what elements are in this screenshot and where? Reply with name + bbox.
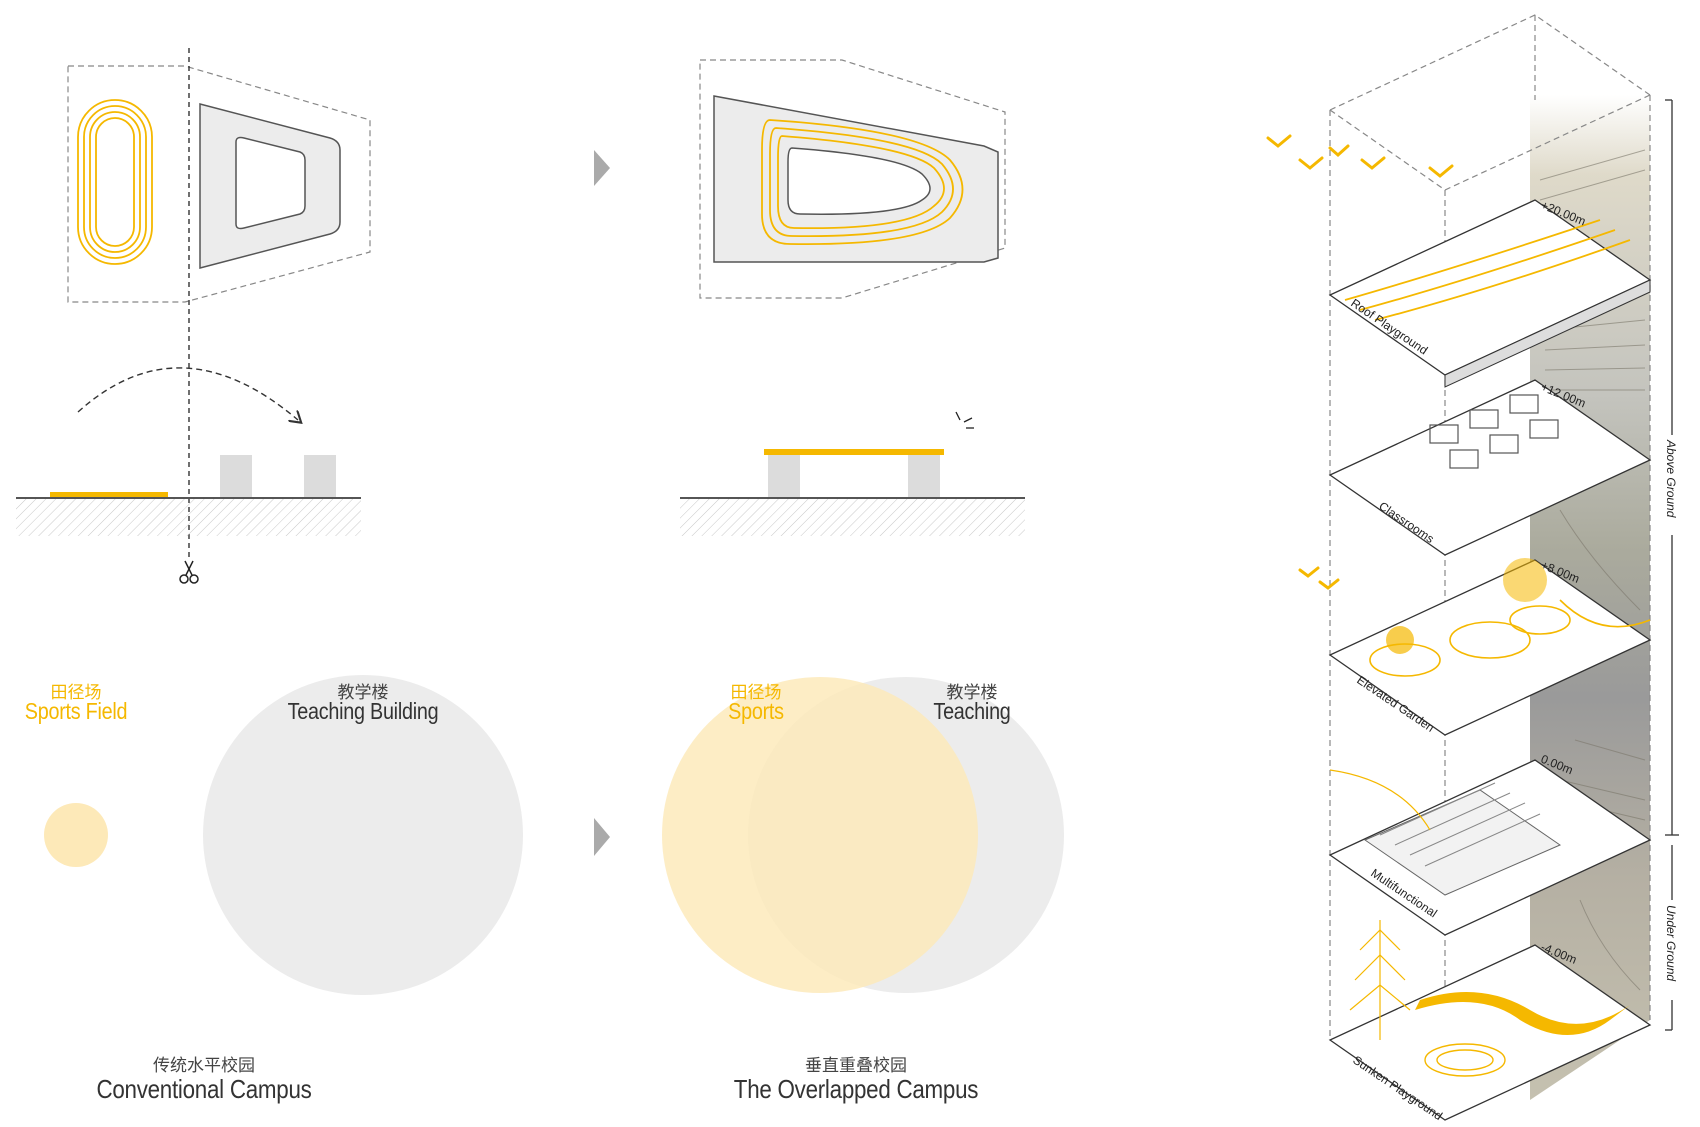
arrow-triangle-bottom [594,818,610,856]
birds [1266,134,1454,590]
conventional-campus-en-title: Conventional Campus [96,1074,312,1104]
overlapped-campus-en-title: The Overlapped Campus [733,1074,979,1104]
plate-roof-playground [1328,199,1652,388]
sports-circle-overlap [662,677,978,993]
teaching-cn-label-overlap: 教学楼 [946,683,998,703]
plate-multifunctional [1328,759,1652,936]
teaching-circle [203,675,523,995]
sports-field-en-label: Sports Field [24,698,128,724]
arrow-triangle-top [594,150,610,186]
sports-cn-label-overlap: 田径场 [730,683,782,703]
overlapped-track [761,119,964,246]
plate-classrooms [1328,379,1652,556]
plate-elevated-garden [1328,558,1652,736]
conventional-section [16,367,361,584]
sports-field-cn-label: 田径场 [50,683,102,703]
teaching-building-cn-label: 教学楼 [337,683,389,703]
overlapped-campus-cn-title: 垂直重叠校园 [805,1056,907,1076]
sports-field-circle-small [44,803,108,867]
teaching-en-label-overlap: Teaching [933,698,1011,724]
scissors-icon [179,560,199,584]
under-ground-label: Under Ground [1664,905,1678,981]
raised-sports-slab [764,449,944,455]
sports-en-label-overlap: Sports [728,698,784,724]
conventional-track [77,99,153,265]
conventional-campus-cn-title: 传统水平校园 [153,1056,255,1076]
sports-field-slab [50,492,168,497]
teaching-building-en-label: Teaching Building [287,698,439,724]
overlapped-plan [699,59,1006,299]
plate-sunken-playground [1328,920,1652,1121]
conventional-plan [67,48,371,560]
above-ground-label: Above Ground [1664,439,1678,518]
overlapped-section [680,411,1025,536]
